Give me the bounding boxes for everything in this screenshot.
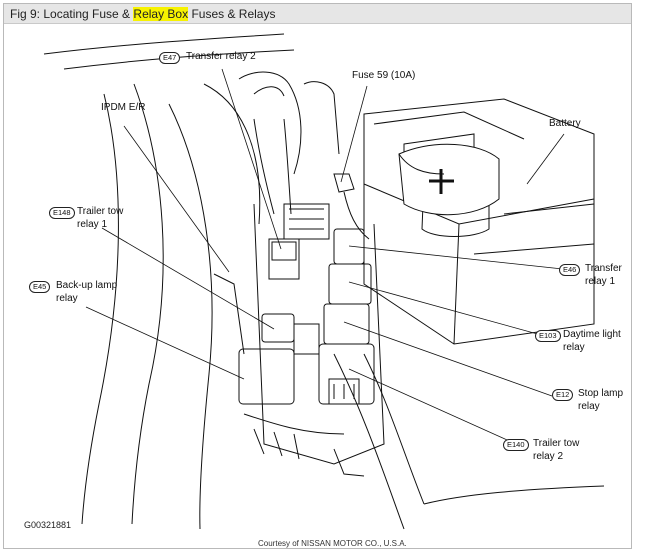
leader-e46 [348, 245, 573, 271]
engine-bay-drawing [43, 33, 605, 530]
leader-ipdm [123, 125, 230, 273]
figure-title: Fig 9: Locating Fuse & Relay Box Fuses &… [4, 4, 631, 24]
leader-e140 [348, 368, 517, 445]
diagram-area: E47 Transfer relay 2 Fuse 59 (10A) IPDM … [4, 24, 631, 548]
connector-code-e47: E47 [159, 52, 181, 64]
hood-edge [43, 33, 285, 55]
leader-fuse59 [340, 85, 368, 183]
label-fuse-59: Fuse 59 (10A) [352, 70, 416, 81]
fender-inner-outline [131, 83, 164, 525]
figure-frame: Fig 9: Locating Fuse & Relay Box Fuses &… [3, 3, 632, 549]
label-transfer-relay-1-line2: relay 1 [585, 276, 616, 287]
battery-outline [363, 98, 595, 345]
courtesy-note: Courtesy of NISSAN MOTOR CO., U.S.A. [258, 539, 407, 548]
panel-right-edge [333, 353, 405, 530]
figure-id: G00321881 [24, 520, 72, 530]
label-trailer-tow-relay-1-line1: Trailer tow [77, 206, 124, 217]
label-stop-lamp-relay-line2: relay [578, 401, 600, 412]
label-battery: Battery [549, 118, 581, 129]
title-highlight: Relay Box [133, 7, 189, 21]
strut-line [203, 83, 261, 225]
label-back-up-lamp-relay-line1: Back-up lamp [56, 280, 118, 291]
leader-e148 [101, 227, 275, 330]
connector-code-e140: E140 [503, 439, 529, 451]
leader-e12 [343, 321, 553, 397]
label-trailer-tow-relay-2-line1: Trailer tow [533, 438, 580, 449]
connector-code-e148: E148 [49, 207, 75, 219]
label-trailer-tow-relay-1-line2: relay 1 [77, 219, 108, 230]
connector-code-e45: E45 [29, 281, 51, 293]
title-suffix: Fuses & Relays [188, 7, 276, 21]
label-ipdm: IPDM E/R [101, 102, 146, 113]
connector-code-e12: E12 [552, 389, 574, 401]
label-daytime-light-relay-line1: Daytime light [563, 329, 621, 340]
label-trailer-tow-relay-2-line2: relay 2 [533, 451, 564, 462]
fender-outline [81, 93, 119, 525]
label-stop-lamp-relay-line1: Stop lamp [578, 388, 624, 399]
connector-code-e103: E103 [535, 330, 561, 342]
panel-right-edge-2 [363, 353, 425, 505]
inner-panel [168, 103, 213, 530]
connector-code-e46: E46 [559, 264, 581, 276]
leader-e47 [221, 68, 282, 250]
leader-e103 [348, 281, 553, 339]
title-prefix: Fig 9: Locating Fuse & [10, 7, 134, 21]
leader-battery [526, 133, 565, 185]
upper-hose [238, 71, 302, 175]
label-transfer-relay-1-line1: Transfer [585, 263, 622, 274]
label-transfer-relay-2: Transfer relay 2 [186, 51, 256, 62]
label-daytime-light-relay-line2: relay [563, 342, 585, 353]
label-back-up-lamp-relay-line2: relay [56, 293, 78, 304]
leader-e45 [85, 306, 245, 380]
